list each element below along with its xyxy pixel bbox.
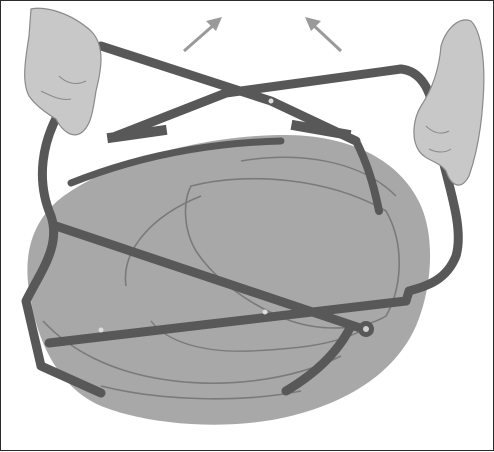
frame-diagonal-rod bbox=[51, 221, 374, 336]
helmet-line-4 bbox=[150, 320, 362, 352]
frame-upper-cross bbox=[96, 41, 406, 146]
arrow-up-right-icon bbox=[305, 17, 343, 53]
helmet-line-3 bbox=[100, 385, 302, 400]
helmet-line-1 bbox=[124, 195, 202, 287]
right-hand bbox=[413, 19, 485, 186]
left-hand bbox=[24, 7, 102, 136]
helmet-line-2 bbox=[42, 320, 342, 384]
arrow-up-left-icon bbox=[183, 17, 222, 53]
frame-left-handle bbox=[21, 101, 106, 398]
helmet-line-5 bbox=[240, 156, 397, 197]
frame-lower-crossbar bbox=[44, 296, 411, 348]
frame-rim bbox=[67, 137, 374, 396]
frame-right-handle bbox=[352, 64, 463, 306]
